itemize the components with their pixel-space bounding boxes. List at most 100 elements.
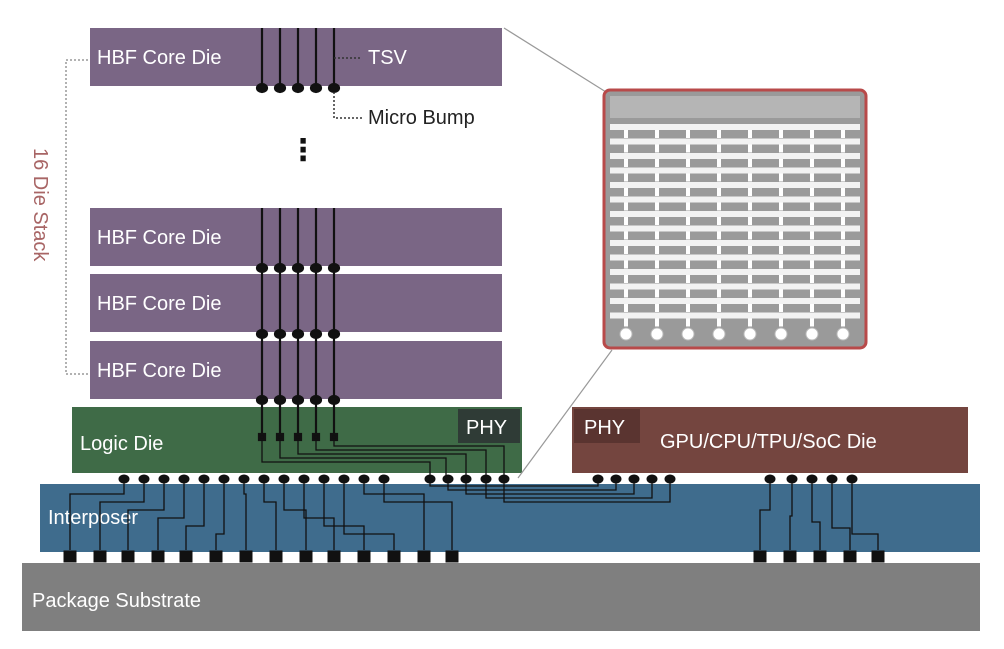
inset-via (779, 144, 783, 153)
bga-ball (121, 550, 135, 563)
zoom-line-top (503, 27, 607, 93)
core-die-4-label: HBF Core Die (97, 227, 221, 249)
micro-bump (273, 262, 287, 274)
inset-via (686, 260, 690, 269)
logic-routing (261, 440, 505, 478)
inset-via (841, 217, 845, 225)
core-die-top (90, 28, 502, 86)
interposer-trace (185, 483, 205, 550)
inset-via (655, 260, 659, 269)
inset-via (841, 260, 845, 269)
inset-via (779, 217, 783, 225)
interposer-trace (343, 483, 395, 550)
bga-ball (417, 550, 431, 563)
inset-via (686, 289, 690, 298)
core-die-2 (90, 341, 502, 399)
interposer-trace (851, 483, 879, 550)
bga-ball (387, 550, 401, 563)
interposer-trace (69, 483, 125, 550)
substrate-label: Package Substrate (32, 590, 201, 612)
inset-via (748, 231, 752, 240)
interposer (40, 484, 980, 552)
phy-link-trace (429, 483, 599, 487)
inset-via (779, 260, 783, 269)
inset-via (655, 217, 659, 225)
inset-bump (681, 327, 695, 341)
c4-bump (198, 474, 210, 484)
logic-phy-label: PHY (466, 417, 507, 439)
c4-bump (158, 474, 170, 484)
inset-via (841, 188, 845, 196)
inset-via (810, 318, 814, 327)
tsv-pad (293, 432, 303, 442)
c4-bump (278, 474, 290, 484)
inset-via (686, 275, 690, 283)
package-substrate (22, 563, 980, 631)
inset-layer (610, 211, 860, 217)
inset-via (624, 173, 628, 182)
inset-via (779, 289, 783, 298)
interposer-trace (789, 483, 793, 550)
bga-ball (871, 550, 885, 563)
micro-bump (309, 82, 323, 94)
inset-via (841, 246, 845, 254)
inset-layer (610, 225, 860, 232)
c4-bump (664, 474, 676, 484)
micro-bump (291, 394, 305, 406)
micro-bump (309, 328, 323, 340)
micro-bump (255, 328, 269, 340)
phy-link-trace (447, 483, 617, 491)
c4-bump (118, 474, 130, 484)
inset-via (748, 188, 752, 196)
c4-bump (424, 474, 436, 484)
interposer-trace (363, 483, 425, 550)
core-die-4 (90, 208, 502, 266)
phy-link-trace (485, 483, 653, 499)
interposer-trace (263, 483, 277, 550)
inset-via (810, 130, 814, 138)
c4-bump (646, 474, 658, 484)
inset-bump (650, 327, 664, 341)
c4-bump (846, 474, 858, 484)
inset-via (841, 289, 845, 298)
inset-bump (836, 327, 850, 341)
inset-via (779, 304, 783, 312)
c4-bump (178, 474, 190, 484)
c4-bump (218, 474, 230, 484)
inset-via (686, 217, 690, 225)
stack-label: 16 Die Stack (29, 148, 51, 262)
inset-bump (743, 327, 757, 341)
core-die-top-label: HBF Core Die (97, 47, 221, 69)
interposer-trace (157, 483, 185, 550)
c4-bump (460, 474, 472, 484)
tsv-columns (255, 28, 341, 442)
inset-via (779, 159, 783, 167)
bga-ball (843, 550, 857, 563)
inset-bump (712, 327, 726, 341)
inset-via (717, 231, 721, 240)
zoom-line-bottom (517, 349, 613, 479)
tsv-pad (275, 432, 285, 442)
inset-via (624, 159, 628, 167)
inset-via (841, 202, 845, 211)
inset-via (779, 188, 783, 196)
tsv-pad (329, 432, 339, 442)
inset-via (624, 188, 628, 196)
core-die-3-label: HBF Core Die (97, 293, 221, 315)
micro-bump (309, 394, 323, 406)
core-die-2-label: HBF Core Die (97, 360, 221, 382)
inset-via (624, 130, 628, 138)
core-die-3 (90, 274, 502, 332)
inset-via (624, 246, 628, 254)
inset-via (624, 318, 628, 327)
micro-bump (273, 328, 287, 340)
inset-via (810, 173, 814, 182)
c4-bump (628, 474, 640, 484)
tsv-label: TSV (368, 47, 408, 69)
bga-ball (63, 550, 77, 563)
interposer-trace (99, 483, 145, 550)
bump-rows (63, 474, 885, 563)
inset-via (779, 202, 783, 211)
